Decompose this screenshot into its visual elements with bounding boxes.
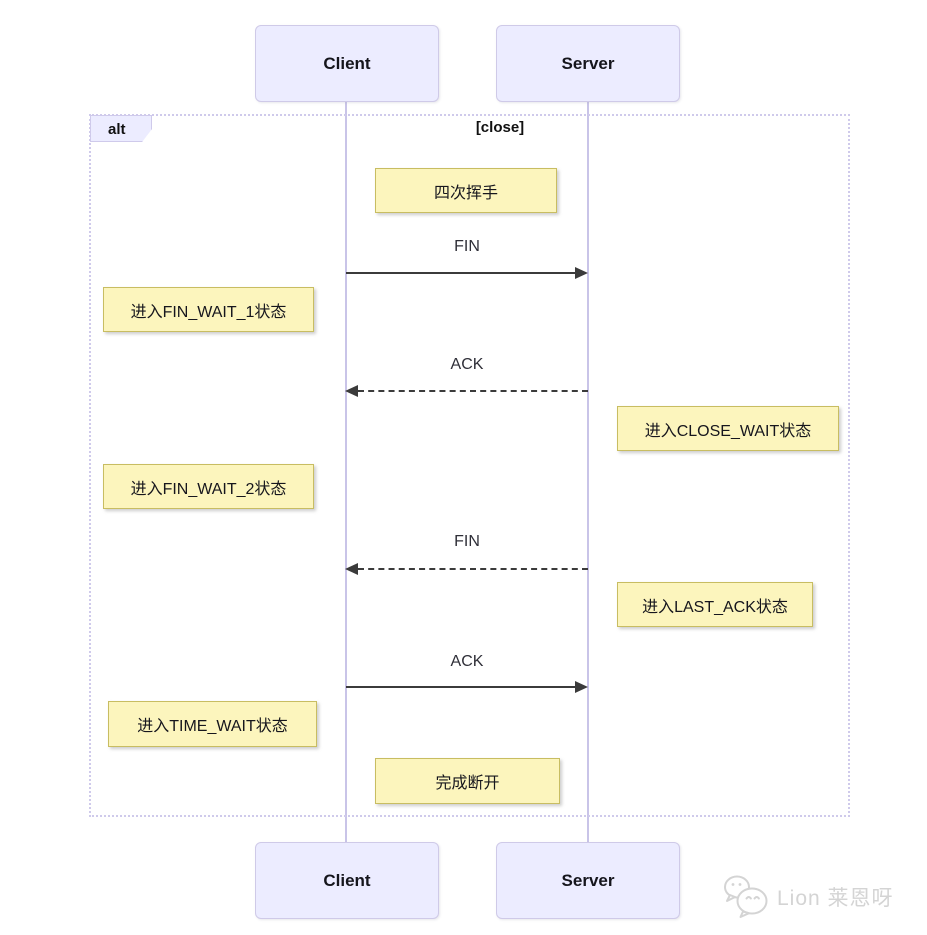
alt-frame-label: alt [90, 115, 152, 142]
message-fin-1-label: FIN [454, 238, 480, 255]
note-four-way-handshake: 四次挥手 [375, 168, 557, 213]
wechat-logo-icon [722, 874, 770, 920]
actor-client-top: Client [255, 25, 439, 102]
message-fin-2-line [358, 568, 588, 570]
note-fin-wait-2: 进入FIN_WAIT_2状态 [103, 464, 314, 509]
watermark-text: Lion 莱恩呀 [777, 887, 894, 910]
note-time-wait: 进入TIME_WAIT状态 [108, 701, 317, 747]
arrowhead-left-icon [345, 385, 358, 397]
note-last-ack: 进入LAST_ACK状态 [617, 582, 813, 627]
server-lifeline [587, 100, 589, 842]
arrowhead-right-icon [575, 681, 588, 693]
watermark: Lion 莱恩呀 [722, 872, 894, 922]
message-ack-1-line [358, 390, 588, 392]
message-ack-2-line [346, 686, 576, 688]
arrowhead-right-icon [575, 267, 588, 279]
message-ack-2-label: ACK [450, 653, 484, 670]
alt-frame [89, 114, 850, 817]
note-fin-wait-1: 进入FIN_WAIT_1状态 [103, 287, 314, 332]
arrowhead-left-icon [345, 563, 358, 575]
actor-server-bottom: Server [496, 842, 680, 919]
message-ack-1-label: ACK [450, 356, 484, 373]
alt-frame-condition: [close] [475, 119, 525, 136]
note-disconnect-complete: 完成断开 [375, 758, 560, 804]
message-fin-1-line [346, 272, 576, 274]
actor-client-bottom: Client [255, 842, 439, 919]
message-fin-2-label: FIN [454, 533, 480, 550]
note-close-wait: 进入CLOSE_WAIT状态 [617, 406, 839, 451]
actor-server-top: Server [496, 25, 680, 102]
client-lifeline [345, 100, 347, 842]
